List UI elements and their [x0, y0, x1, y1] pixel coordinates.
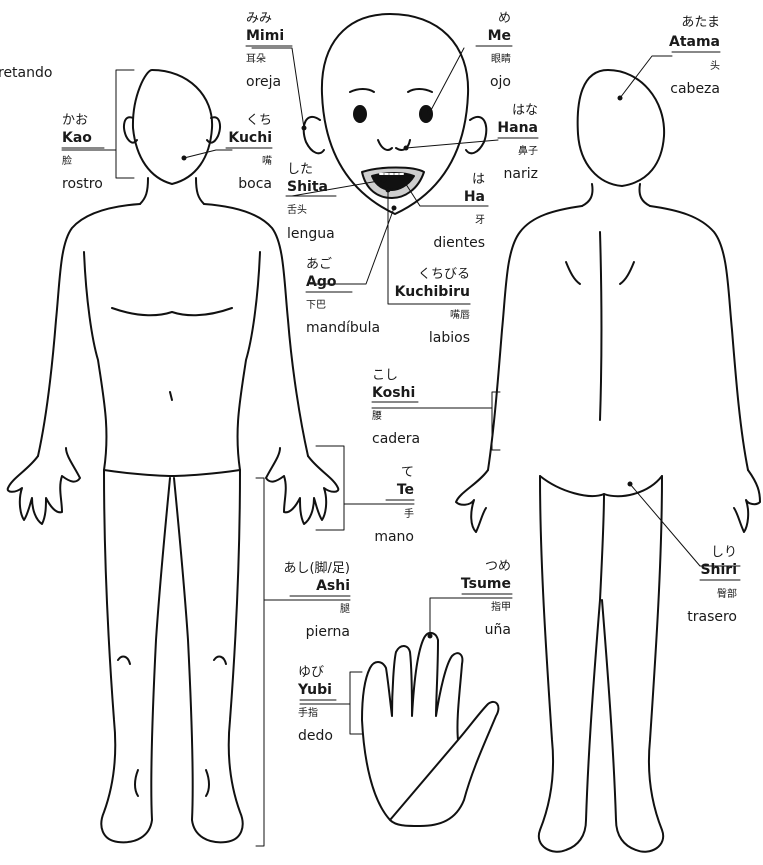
kao-romaji: Kao [62, 131, 92, 145]
ashi-hanzi: 腿 [340, 605, 350, 615]
shita-hanzi: 舌头 [287, 206, 307, 216]
kao-hanzi: 脸 [62, 157, 72, 167]
hana-kana: はな [512, 104, 538, 117]
koshi-romaji: Koshi [372, 386, 415, 400]
kuchi-kana: くち [246, 114, 272, 127]
kuchibiru-hanzi: 嘴唇 [450, 311, 470, 321]
ashi-romaji: Ashi [316, 579, 350, 593]
mimi-hanzi: 耳朵 [246, 55, 266, 65]
me-spanish: ojo [490, 75, 511, 89]
hana-romaji: Hana [497, 121, 538, 135]
te-hanzi: 手 [404, 510, 414, 520]
mimi-romaji: Mimi [246, 29, 284, 43]
shiri-spanish: trasero [687, 610, 737, 624]
te-spanish: mano [374, 530, 414, 544]
ago-spanish: mandíbula [306, 321, 380, 335]
kuchibiru-romaji: Kuchibiru [395, 285, 470, 299]
te-romaji: Te [397, 483, 414, 497]
ago-kana: あご [306, 258, 332, 271]
shita-romaji: Shita [287, 180, 328, 194]
atama-spanish: cabeza [670, 82, 720, 96]
te-kana: て [401, 466, 414, 479]
mimi-spanish: oreja [246, 75, 281, 89]
atama-kana: あたま [681, 16, 720, 29]
me-romaji: Me [488, 29, 511, 43]
yubi-kana: ゆび [298, 666, 324, 679]
shita-spanish: lengua [287, 227, 335, 241]
ha-kana: は [472, 173, 485, 186]
kao-spanish: rostro [62, 177, 103, 191]
tsume-romaji: Tsume [461, 577, 511, 591]
face-closeup [304, 14, 487, 214]
me-kana: め [498, 12, 511, 25]
atama-romaji: Atama [669, 35, 720, 49]
shiri-kana: しり [711, 546, 737, 559]
hana-spanish: nariz [504, 167, 538, 181]
kuchibiru-kana: くちびる [418, 268, 470, 281]
ha-spanish: dientes [433, 236, 485, 250]
hand-closeup [362, 633, 498, 826]
ha-romaji: Ha [464, 190, 485, 204]
tsume-kana: つめ [485, 560, 511, 573]
koshi-spanish: cadera [372, 432, 420, 446]
koshi-kana: こし [372, 369, 398, 382]
ashi-spanish: pierna [306, 625, 350, 639]
shiri-hanzi: 臀部 [717, 590, 737, 600]
shiri-romaji: Shiri [700, 563, 737, 577]
cropped-text-fragment: retando [0, 66, 52, 80]
me-hanzi: 眼睛 [491, 55, 511, 65]
hana-hanzi: 鼻子 [518, 147, 538, 157]
yubi-romaji: Yubi [298, 683, 332, 697]
mimi-kana: みみ [246, 12, 272, 25]
ago-romaji: Ago [306, 275, 336, 289]
shita-kana: した [287, 163, 313, 176]
koshi-hanzi: 腰 [372, 412, 382, 422]
back-body [456, 70, 760, 852]
ashi-kana: あし(脚/足) [283, 562, 350, 575]
label-underlines [62, 46, 740, 700]
tsume-spanish: uña [485, 623, 511, 637]
atama-hanzi: 头 [710, 62, 720, 72]
kuchibiru-spanish: labios [429, 331, 470, 345]
ha-hanzi: 牙 [475, 216, 485, 226]
kuchi-spanish: boca [238, 177, 272, 191]
tsume-hanzi: 指甲 [491, 603, 511, 613]
yubi-spanish: dedo [298, 729, 333, 743]
yubi-hanzi: 手指 [298, 709, 318, 719]
kuchi-romaji: Kuchi [228, 131, 272, 145]
kao-kana: かお [62, 114, 88, 127]
ago-hanzi: 下巴 [306, 301, 326, 311]
kuchi-hanzi: 嘴 [262, 157, 272, 167]
